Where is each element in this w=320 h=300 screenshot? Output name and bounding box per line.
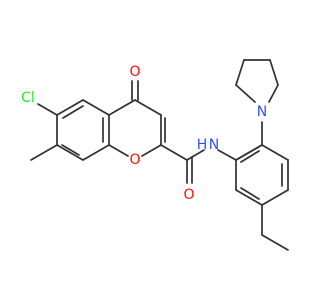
amide-bonds bbox=[160, 144, 205, 184]
ketone-oxygen-label: O bbox=[129, 64, 140, 80]
ethyl-bonds bbox=[261, 204, 289, 251]
amide-oxygen-label: O bbox=[183, 187, 194, 203]
chlorine-atom-label: Cl bbox=[21, 90, 35, 106]
pyrrolidine-ring-bonds bbox=[235, 59, 279, 146]
methyl-bond bbox=[30, 144, 58, 161]
ketone-bond bbox=[131, 80, 139, 101]
pyranone-ring-bonds bbox=[108, 99, 166, 157]
molecule-structure: Cl O O O N H N bbox=[21, 59, 289, 251]
amide-hydrogen-label: H bbox=[197, 137, 208, 153]
phenyl-ring-bonds bbox=[235, 144, 289, 206]
benzene-ring-bonds bbox=[56, 99, 110, 161]
chlorine-bond bbox=[37, 103, 58, 116]
amide-nitrogen-label: N bbox=[209, 137, 219, 153]
pyrrolidine-nitrogen-label: N bbox=[257, 104, 267, 120]
ring-oxygen-label: O bbox=[129, 152, 140, 168]
structure-canvas: Cl O O O N H N bbox=[21, 59, 289, 251]
